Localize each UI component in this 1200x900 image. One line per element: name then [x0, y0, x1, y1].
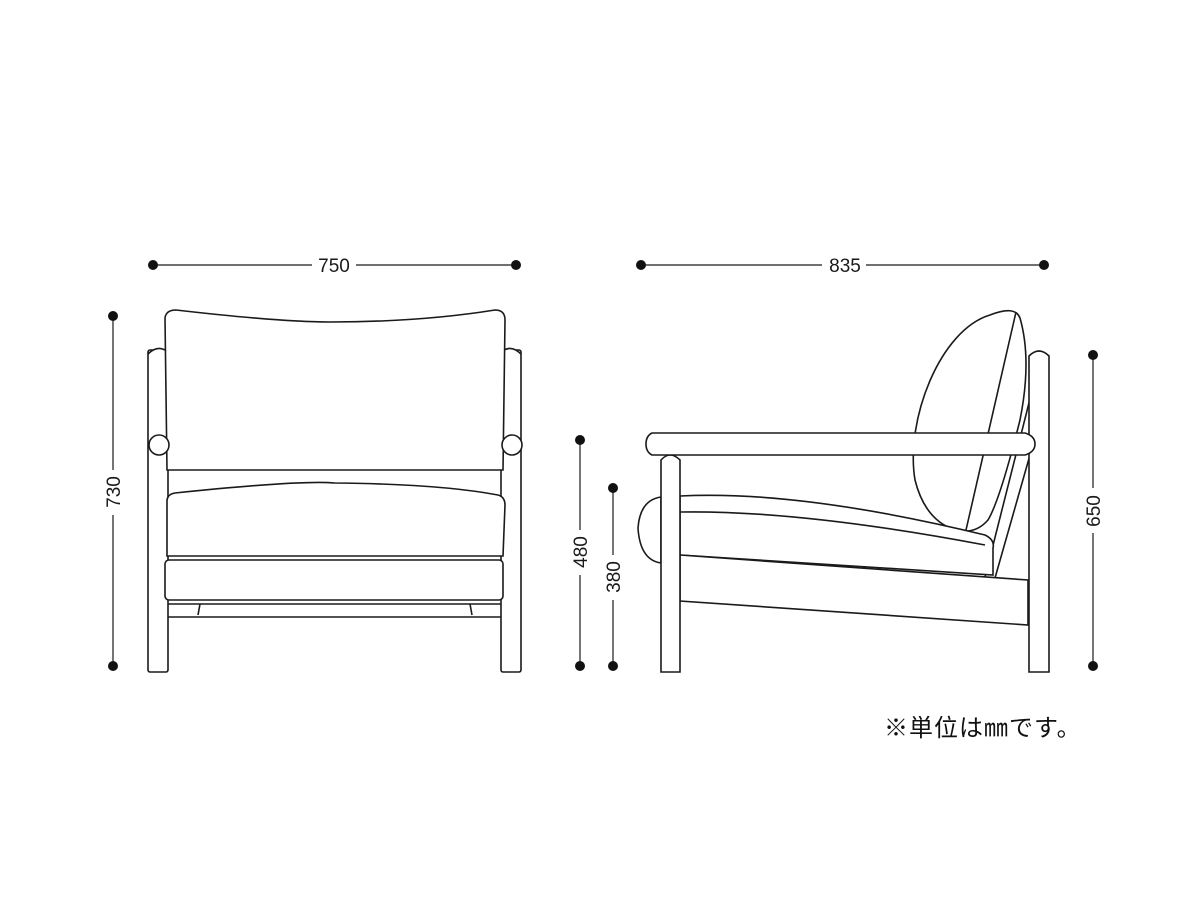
dimension-label-back-height: 650	[1084, 495, 1105, 527]
dimension-endpoint	[108, 311, 118, 321]
dimension-endpoint	[1039, 260, 1049, 270]
dimension-label-seat-height: 380	[604, 561, 625, 593]
side-back-frame-rear	[994, 454, 1031, 579]
side-armrest	[645, 432, 1036, 456]
dimension-endpoint	[511, 260, 521, 270]
side-back-cushion-seam	[965, 311, 1017, 531]
front-seat-cushion	[166, 481, 506, 557]
side-front-post	[660, 454, 681, 673]
dimension-endpoint	[575, 661, 585, 671]
dimension-endpoint	[1088, 350, 1098, 360]
side-view-chair	[637, 309, 1050, 673]
side-back-post	[1028, 350, 1050, 673]
front-rail-brackets	[197, 603, 473, 616]
dimension-750: 750	[148, 256, 521, 277]
dimension-380: 380	[604, 483, 625, 671]
dimension-endpoint	[148, 260, 158, 270]
dimension-label-width: 750	[318, 256, 350, 277]
dimension-endpoint	[575, 435, 585, 445]
front-right-arm-knob	[501, 434, 523, 456]
front-left-arm-knob	[148, 434, 170, 456]
dimension-835: 835	[636, 256, 1049, 277]
dimension-730: 730	[104, 311, 125, 671]
dimension-endpoint	[608, 661, 618, 671]
front-seat-base	[164, 559, 504, 601]
side-seat-cushion-seam	[679, 511, 986, 546]
dimension-label-arm-height: 480	[571, 536, 592, 568]
dimension-650: 650	[1084, 350, 1105, 671]
front-left-post	[147, 349, 169, 673]
side-front-cushion-bulge	[637, 496, 662, 564]
units-note: ※単位は㎜です。	[884, 714, 1082, 742]
dimension-label-depth: 835	[829, 256, 861, 277]
dimension-endpoint	[636, 260, 646, 270]
dimension-480: 480	[571, 435, 592, 671]
front-back-cushion	[164, 309, 506, 471]
front-view-chair	[147, 309, 523, 673]
dimension-endpoint	[608, 483, 618, 493]
side-seat-cushion	[679, 494, 995, 576]
dimension-endpoint	[1088, 661, 1098, 671]
dimension-endpoint	[108, 661, 118, 671]
dimension-label-height: 730	[104, 476, 125, 508]
